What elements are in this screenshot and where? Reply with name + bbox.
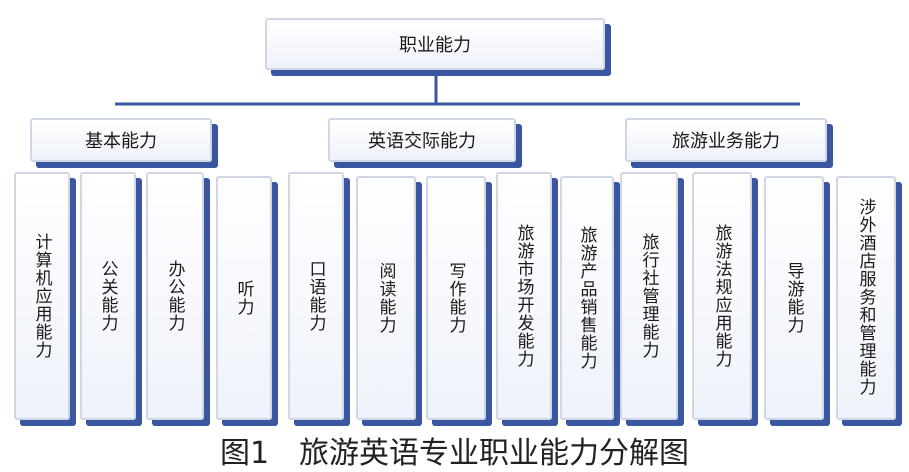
leaf-listening: 听力 [216, 176, 272, 420]
group-label: 旅游业务能力 [672, 131, 780, 152]
leaf-office: 办公能力 [146, 172, 204, 420]
group-english: 英语交际能力 [328, 118, 516, 162]
group-basic: 基本能力 [30, 118, 212, 162]
leaf-hotel: 涉外酒店服务和管理能力 [836, 176, 896, 420]
leaf-label: 听力 [233, 280, 254, 316]
leaf-regulation: 旅游法规应用能力 [692, 172, 752, 420]
leaf-computer: 计算机应用能力 [14, 172, 70, 420]
leaf-agency-mgmt: 旅行社管理能力 [620, 172, 678, 420]
group-tourism: 旅游业务能力 [625, 118, 827, 162]
leaf-reading: 阅读能力 [356, 176, 416, 420]
leaf-market-dev: 旅游市场开发能力 [496, 172, 552, 420]
leaf-product-sales: 旅游产品销售能力 [560, 176, 614, 420]
leaf-label: 写作能力 [445, 262, 466, 334]
leaf-label: 旅游法规应用能力 [711, 224, 732, 368]
group-label: 英语交际能力 [368, 131, 476, 152]
group-label: 基本能力 [85, 131, 157, 152]
leaf-label: 导游能力 [783, 262, 804, 334]
leaf-label: 口语能力 [305, 260, 326, 332]
leaf-label: 旅行社管理能力 [638, 233, 659, 359]
leaf-label: 办公能力 [164, 260, 185, 332]
leaf-label: 旅游产品销售能力 [576, 226, 597, 370]
leaf-label: 计算机应用能力 [31, 233, 52, 359]
root-node: 职业能力 [265, 18, 605, 70]
leaf-speaking: 口语能力 [288, 172, 344, 420]
leaf-guide: 导游能力 [764, 176, 824, 420]
root-label: 职业能力 [399, 35, 471, 56]
leaf-label: 阅读能力 [375, 262, 396, 334]
leaf-label: 旅游市场开发能力 [513, 224, 534, 368]
leaf-pr: 公关能力 [80, 172, 136, 420]
leaf-label: 涉外酒店服务和管理能力 [855, 198, 876, 396]
leaf-label: 公关能力 [97, 260, 118, 332]
leaf-writing: 写作能力 [426, 176, 486, 420]
figure-caption: 图1 旅游英语专业职业能力分解图 [219, 436, 690, 471]
